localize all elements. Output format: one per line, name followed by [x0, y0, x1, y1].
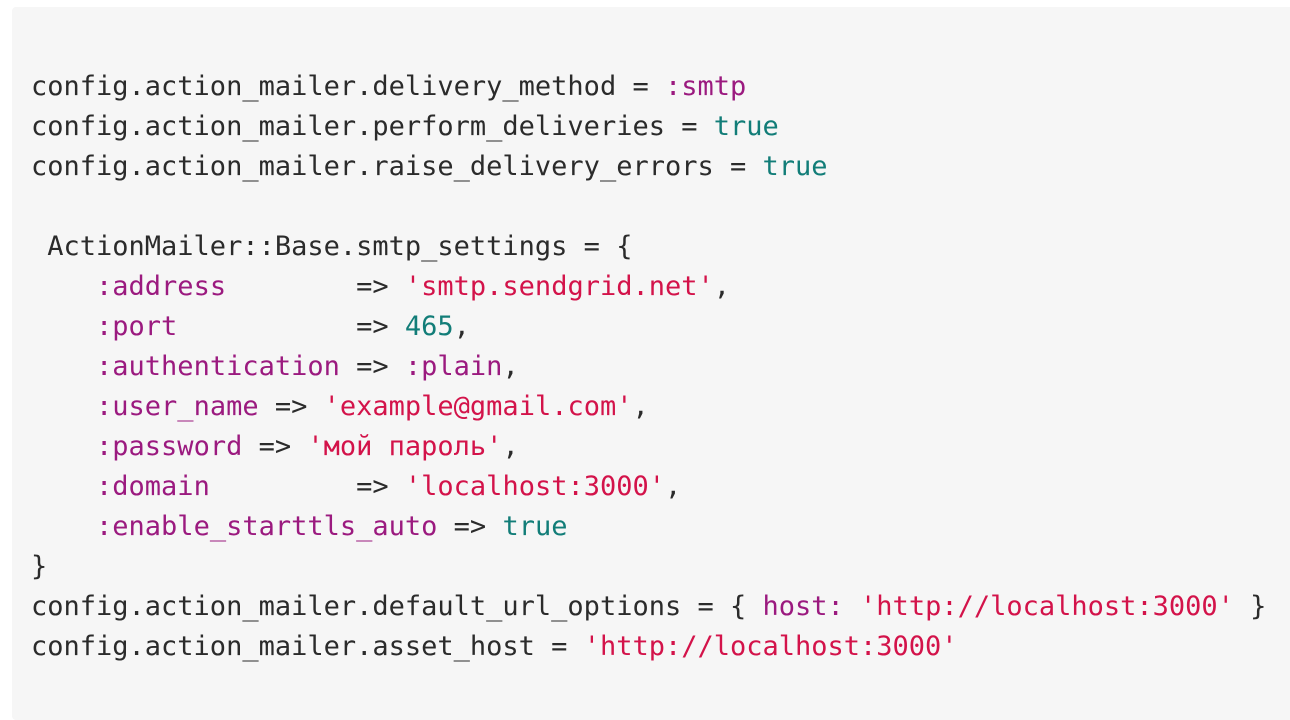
- code-token: config.action_mailer.asset_host =: [31, 631, 584, 662]
- code-token: config.action_mailer.perform_deliveries …: [31, 111, 714, 142]
- code-line: :domain => 'localhost:3000',: [31, 467, 1266, 507]
- code-token: [31, 271, 96, 302]
- code-token: 'smtp.sendgrid.net': [404, 271, 714, 302]
- code-token: 'http://localhost:3000': [860, 591, 1234, 622]
- code-token: ,: [502, 351, 519, 382]
- code-line: :port => 465,: [31, 307, 1266, 347]
- code-line: :password => 'мой пароль',: [31, 427, 1266, 467]
- code-line: :user_name => 'example@gmail.com',: [31, 387, 1266, 427]
- code-line: config.action_mailer.asset_host = 'http:…: [31, 627, 1266, 667]
- code-token: 'example@gmail.com': [323, 391, 633, 422]
- code-token: [31, 351, 96, 382]
- code-token: }: [1233, 591, 1267, 622]
- code-token: :address: [96, 271, 227, 302]
- code-line: :authentication => :plain,: [31, 347, 1266, 387]
- code-token: [31, 511, 96, 542]
- code-token: ,: [632, 391, 649, 422]
- code-token: =>: [258, 391, 324, 422]
- code-token: ,: [453, 311, 470, 342]
- code-token: [31, 471, 96, 502]
- code-token: :smtp: [664, 71, 747, 102]
- code-line: config.action_mailer.perform_deliveries …: [31, 107, 1266, 147]
- code-token: [31, 311, 96, 342]
- code-token: :authentication: [96, 351, 340, 382]
- code-token: =>: [177, 311, 405, 342]
- code-token: 'localhost:3000': [404, 471, 665, 502]
- code-token: :user_name: [96, 391, 259, 422]
- code-token: =>: [437, 511, 503, 542]
- code-line: config.action_mailer.default_url_options…: [31, 587, 1266, 627]
- code-token: config.action_mailer.delivery_method =: [31, 71, 665, 102]
- code-line: config.action_mailer.delivery_method = :…: [31, 67, 1266, 107]
- code-line: ActionMailer::Base.smtp_settings = {: [31, 227, 1266, 267]
- code-token: =>: [209, 471, 405, 502]
- code-token: [31, 391, 96, 422]
- code-token: :port: [96, 311, 178, 342]
- code-token: :plain: [404, 351, 503, 382]
- code-token: host:: [762, 591, 844, 622]
- code-token: :enable_starttls_auto: [96, 511, 438, 542]
- code-token: true: [502, 511, 568, 542]
- code-token: =>: [339, 351, 405, 382]
- code-token: ActionMailer::Base.smtp_settings = {: [31, 231, 633, 262]
- code-listing[interactable]: config.action_mailer.delivery_method = :…: [31, 67, 1266, 667]
- code-token: [31, 431, 96, 462]
- code-token: true: [713, 111, 779, 142]
- code-token: ,: [502, 431, 519, 462]
- code-token: ,: [713, 271, 731, 302]
- code-token: 465: [404, 311, 454, 342]
- code-token: true: [762, 151, 828, 182]
- code-token: =>: [242, 431, 308, 462]
- code-line: [31, 187, 1266, 227]
- code-token: =>: [226, 271, 405, 302]
- code-token: 'http://localhost:3000': [583, 631, 958, 662]
- code-token: 'мой пароль': [307, 431, 503, 462]
- code-token: ,: [665, 471, 682, 502]
- code-line: }: [31, 547, 1266, 587]
- code-block: config.action_mailer.delivery_method = :…: [12, 7, 1290, 720]
- code-line: config.action_mailer.raise_delivery_erro…: [31, 147, 1266, 187]
- code-line: :enable_starttls_auto => true: [31, 507, 1266, 547]
- code-token: [844, 591, 860, 622]
- code-token: :password: [96, 431, 243, 462]
- code-line: :address => 'smtp.sendgrid.net',: [31, 267, 1266, 307]
- code-token: }: [31, 551, 48, 582]
- code-token: :domain: [96, 471, 210, 502]
- code-token: config.action_mailer.raise_delivery_erro…: [31, 151, 763, 182]
- code-token: config.action_mailer.default_url_options…: [31, 591, 763, 622]
